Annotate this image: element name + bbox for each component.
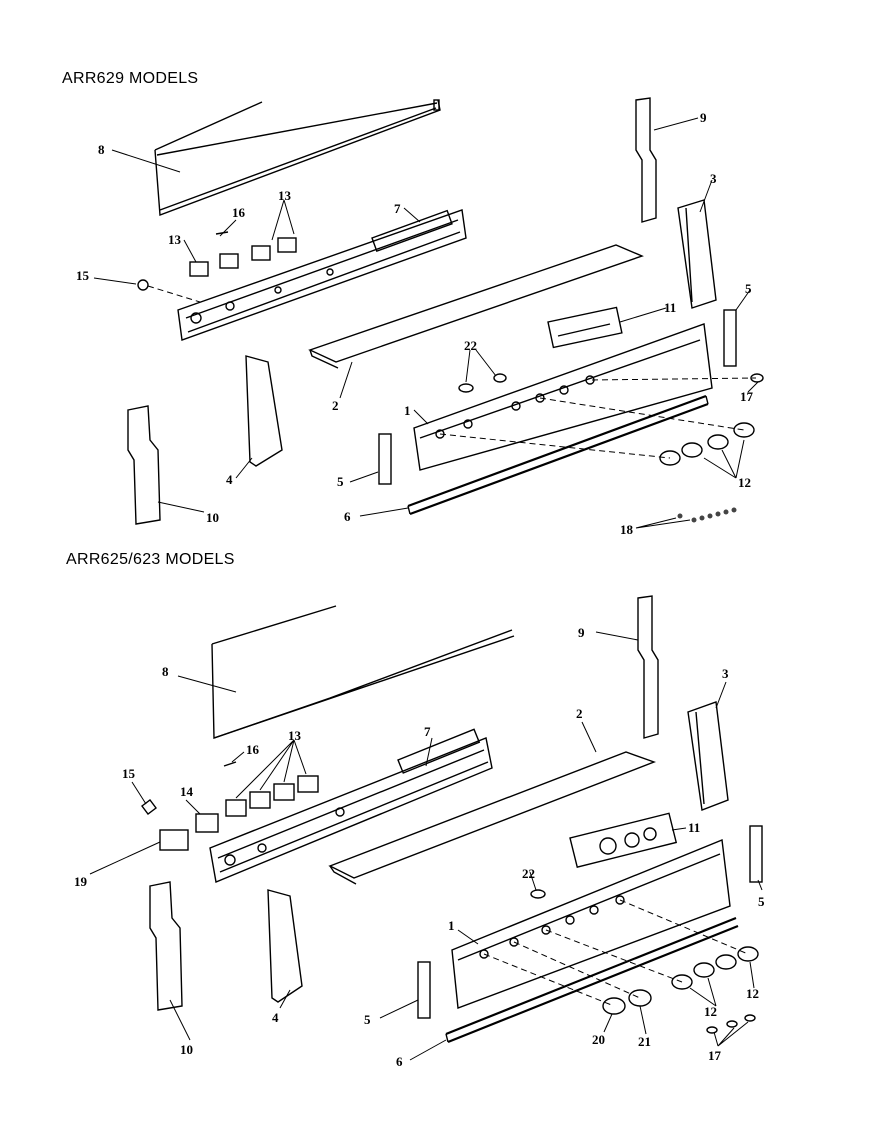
callout-9: 9 <box>700 110 707 125</box>
part-2-trim <box>308 244 644 369</box>
part-22-screw <box>530 889 546 899</box>
callout-15: 15 <box>122 766 136 781</box>
callout-7: 7 <box>394 201 401 216</box>
part-7-bracket <box>177 209 467 341</box>
part-17-clips <box>706 1014 756 1034</box>
callout-4: 4 <box>226 472 233 487</box>
callout-13: 13 <box>278 188 292 203</box>
part-4-panel <box>267 889 303 1003</box>
part-12-knobs <box>671 946 759 990</box>
part-6-trim <box>407 394 709 516</box>
callout-17: 17 <box>708 1048 722 1063</box>
callout-10: 10 <box>180 1042 193 1057</box>
part-15-clip <box>137 279 149 291</box>
part-11-display <box>547 306 623 349</box>
callout-5: 5 <box>337 474 344 489</box>
part-1-backguard <box>413 323 713 471</box>
callout-13: 13 <box>168 232 182 247</box>
part-12-knobs <box>659 422 755 466</box>
part-8-panel <box>211 605 515 739</box>
part-10-bracket <box>127 405 161 525</box>
callout-5: 5 <box>758 894 765 909</box>
part-16-screw <box>223 761 237 767</box>
callout-3: 3 <box>722 666 729 681</box>
callout-5: 5 <box>364 1012 371 1027</box>
part-7-bracket <box>209 728 493 883</box>
callout-2: 2 <box>576 706 583 721</box>
callout-2: 2 <box>332 398 339 413</box>
part-2-trim <box>328 751 657 885</box>
part-5-trim-right <box>723 309 737 367</box>
callout-5: 5 <box>745 281 752 296</box>
callout-6: 6 <box>396 1054 403 1069</box>
part-14-switch <box>195 813 219 833</box>
callout-18: 18 <box>620 522 634 537</box>
part-9-bracket <box>637 595 659 739</box>
callout-3: 3 <box>710 171 717 186</box>
section-title-arr629: ARR629 MODELS <box>62 70 199 87</box>
part-6-trim <box>445 916 739 1044</box>
part-3-end-panel <box>677 199 717 309</box>
callout-16: 16 <box>246 742 260 757</box>
part-11-display <box>569 812 678 868</box>
section-arr629: 8 16 13 13 7 9 3 15 2 11 5 22 1 17 4 5 1… <box>76 97 764 537</box>
callout-4: 4 <box>272 1010 279 1025</box>
part-13-switches <box>189 231 297 277</box>
part-17-clip <box>750 373 764 383</box>
part-21-knob <box>628 989 652 1007</box>
part-9-bracket <box>635 97 657 223</box>
part-5-trim-left <box>417 961 431 1019</box>
callout-1: 1 <box>448 918 455 933</box>
part-3-end-panel <box>687 701 729 811</box>
part-18-fasteners <box>677 507 737 523</box>
callout-17: 17 <box>740 389 754 404</box>
callout-9: 9 <box>578 625 585 640</box>
part-22-screw <box>458 383 474 393</box>
callout-11: 11 <box>664 300 676 315</box>
callout-15: 15 <box>76 268 90 283</box>
part-22-screw <box>493 373 507 383</box>
callout-12: 12 <box>704 1004 717 1019</box>
callout-13: 13 <box>288 728 302 743</box>
callout-22: 22 <box>464 338 477 353</box>
part-15-clip <box>141 799 157 815</box>
section-title-arr625-623: ARR625/623 MODELS <box>66 551 235 568</box>
callout-19: 19 <box>74 874 88 889</box>
callout-7: 7 <box>424 724 431 739</box>
part-19-block <box>159 829 189 851</box>
callout-12: 12 <box>746 986 759 1001</box>
callout-12: 12 <box>738 475 751 490</box>
callout-8: 8 <box>98 142 105 157</box>
callout-6: 6 <box>344 509 351 524</box>
callout-22: 22 <box>522 866 535 881</box>
section-arr625-623: 8 9 3 2 7 16 13 15 14 11 19 22 5 1 10 4 … <box>74 595 765 1069</box>
part-8-panel <box>154 99 441 216</box>
callout-1: 1 <box>404 403 411 418</box>
part-5-trim-left <box>378 433 392 485</box>
part-20-knob <box>602 997 626 1015</box>
part-5-trim-right <box>749 825 763 883</box>
callout-21: 21 <box>638 1034 651 1049</box>
part-13-switches <box>225 775 319 817</box>
callout-16: 16 <box>232 205 246 220</box>
part-4-panel <box>245 355 283 467</box>
callout-11: 11 <box>688 820 700 835</box>
callout-14: 14 <box>180 784 194 799</box>
part-10-bracket <box>149 881 183 1011</box>
callout-8: 8 <box>162 664 169 679</box>
callout-20: 20 <box>592 1032 605 1047</box>
part-1-backguard <box>451 839 731 1009</box>
callout-10: 10 <box>206 510 219 525</box>
